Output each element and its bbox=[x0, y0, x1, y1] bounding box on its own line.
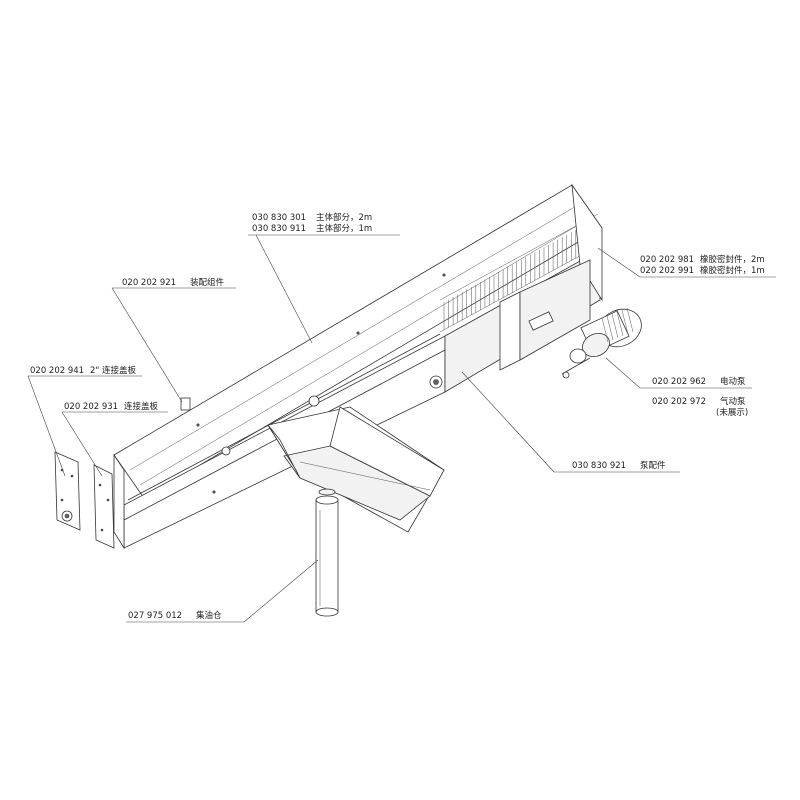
label-air-pump-note: (未展示) bbox=[716, 407, 748, 418]
motor-fin bbox=[616, 311, 624, 337]
connection-cover bbox=[93, 464, 115, 549]
label-air-pump-code: 020 202 972 bbox=[652, 397, 706, 407]
motor-fin bbox=[611, 313, 619, 339]
motor-fin bbox=[601, 317, 609, 343]
label-air-pump-name: 气动泵 bbox=[720, 396, 746, 407]
label-elec-pump-code: 020 202 962 bbox=[652, 377, 706, 387]
label-seal-2m-code: 020 202 981 bbox=[640, 255, 694, 265]
label-cover-name: 连接盖板 bbox=[124, 401, 159, 412]
label-assembly-code: 020 202 921 bbox=[122, 278, 176, 288]
leader-lines bbox=[27, 234, 776, 623]
label-oil-tank-code: 027 975 012 bbox=[128, 611, 182, 621]
connection-cover-2in bbox=[54, 451, 81, 531]
label-main-2m-name: 主体部分，2m bbox=[316, 212, 372, 223]
label-assembly-name: 装配组件 bbox=[190, 277, 225, 288]
oil-tank bbox=[315, 488, 339, 617]
electric-pump bbox=[561, 307, 642, 379]
pump-housing bbox=[499, 259, 591, 371]
label-cover-code: 020 202 931 bbox=[64, 402, 118, 412]
label-main-2m-code: 030 830 301 bbox=[252, 213, 306, 223]
collector-tray bbox=[267, 406, 445, 533]
label-pump-acc-code: 030 830 921 bbox=[572, 461, 626, 471]
motor-fin bbox=[621, 309, 629, 335]
label-cover-2in-code: 020 202 941 bbox=[30, 366, 84, 376]
label-seal-1m-code: 020 202 991 bbox=[640, 266, 694, 276]
label-seal-1m-name: 橡胶密封件，1m bbox=[700, 265, 765, 276]
label-main-1m-code: 030 830 911 bbox=[252, 224, 306, 234]
label-pump-acc-name: 泵配件 bbox=[640, 460, 666, 471]
seal-strip-ribs bbox=[439, 213, 599, 333]
label-elec-pump-name: 电动泵 bbox=[720, 376, 746, 387]
label-cover-2in-name: 2" 连接盖板 bbox=[90, 365, 137, 376]
label-seal-2m-name: 橡胶密封件，2m bbox=[700, 254, 765, 265]
motor-fin bbox=[606, 315, 614, 341]
label-oil-tank-name: 集油仓 bbox=[196, 610, 222, 621]
labels: 030 830 301 主体部分，2m 030 830 911 主体部分，1m … bbox=[30, 212, 765, 621]
motor-fins bbox=[601, 307, 634, 343]
label-main-1m-name: 主体部分，1m bbox=[316, 223, 372, 234]
motor-fin bbox=[626, 307, 634, 333]
